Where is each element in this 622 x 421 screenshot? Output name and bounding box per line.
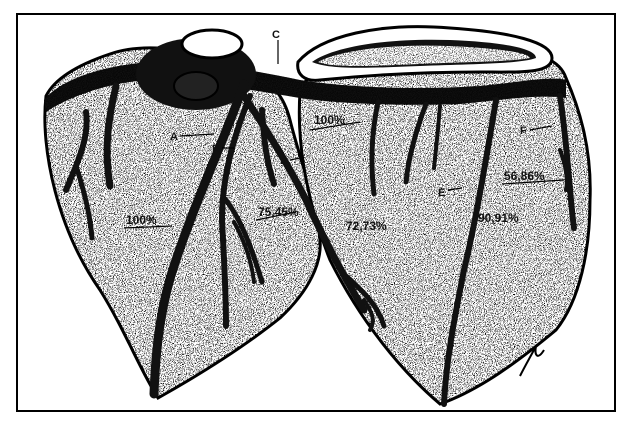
- pct-left-inner: 75,45%: [258, 205, 299, 219]
- pct-left-outer: 100%: [126, 213, 157, 227]
- pct-right-inner: 90,91%: [478, 211, 519, 225]
- label-c: C: [272, 29, 280, 41]
- pct-right-outer: 56,86%: [504, 169, 545, 183]
- label-a: A: [170, 131, 178, 143]
- pct-right-mid: 72,73%: [346, 219, 387, 233]
- label-f: F: [520, 125, 527, 137]
- label-d: D: [280, 155, 288, 167]
- pct-top-mid: 100%: [314, 113, 345, 127]
- label-e: E: [438, 187, 445, 199]
- label-b: B: [212, 143, 220, 155]
